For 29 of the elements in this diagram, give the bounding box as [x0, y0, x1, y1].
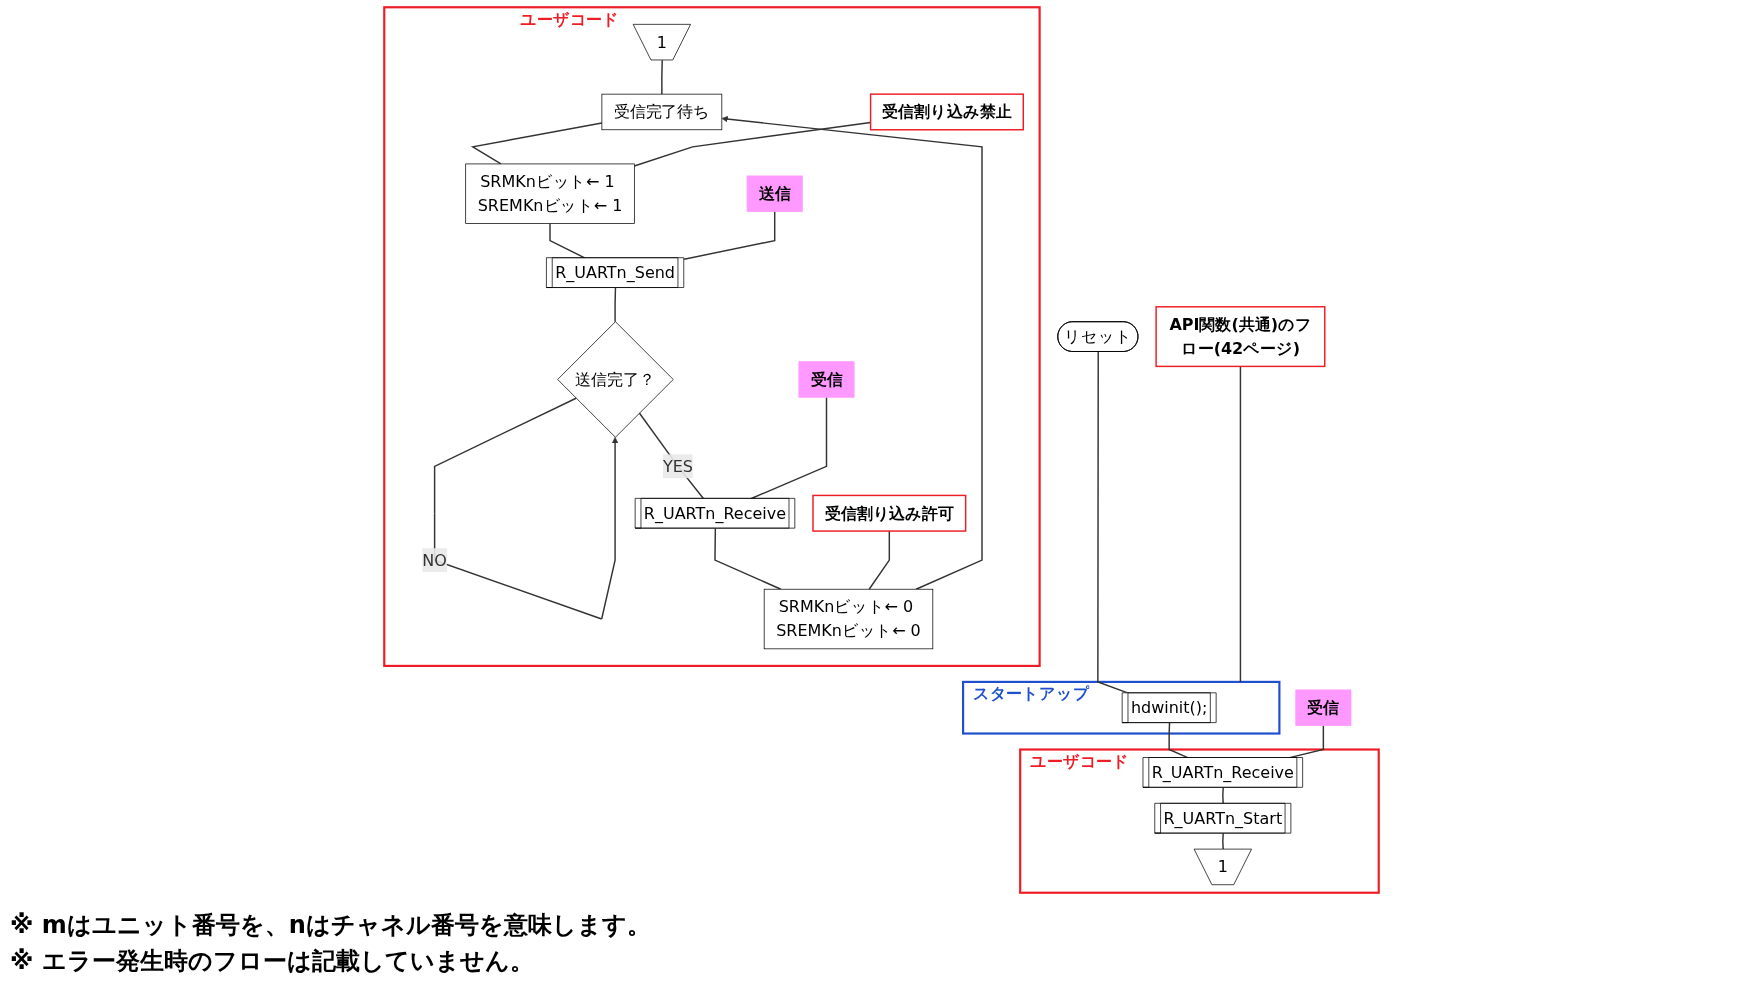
arrow — [721, 115, 983, 590]
connector — [470, 122, 603, 165]
connector — [683, 210, 776, 260]
connector — [1239, 365, 1242, 683]
connector — [750, 396, 828, 500]
node-box: 受信割り込み許可 — [812, 494, 967, 532]
connector — [714, 527, 782, 590]
node-box: SRMKnビット← 0 SREMKnビット← 0 — [763, 588, 934, 650]
node-box: 受信完了待ち — [601, 93, 723, 131]
connector — [1168, 722, 1189, 759]
node-box: 受信 — [798, 361, 855, 398]
node-box: 送信 — [746, 175, 803, 212]
edge-label: NO — [422, 551, 447, 570]
node-box: 受信割り込み禁止 — [869, 93, 1024, 131]
node-box: API関数(共通)のフロー(42ページ) — [1155, 306, 1326, 368]
footnote: ※ エラー発生時のフローは記載していません。 — [10, 946, 534, 977]
node-diamond: 送信完了？ — [557, 321, 674, 438]
connector — [1222, 786, 1224, 805]
connector — [614, 287, 617, 323]
edge-label: YES — [662, 457, 693, 476]
connector — [661, 59, 663, 95]
arrow — [433, 397, 619, 620]
connector — [1222, 832, 1224, 851]
node-box: 受信 — [1295, 689, 1352, 726]
connector — [638, 412, 705, 500]
connector — [549, 222, 586, 259]
footnote: ※ mはユニット番号を、nはチャネル番号を意味します。 — [10, 910, 651, 941]
node-box: SRMKnビット← 1 SREMKnビット← 1 — [465, 163, 635, 224]
connector — [868, 530, 891, 590]
